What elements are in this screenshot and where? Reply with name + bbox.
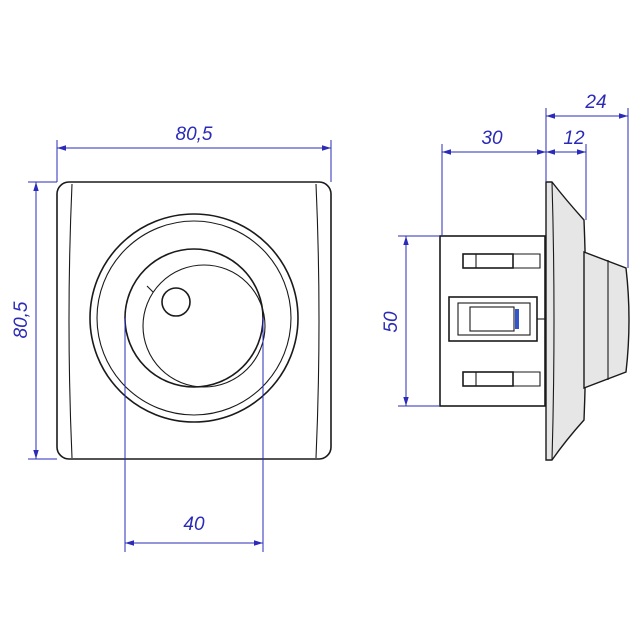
knob-ring-outer xyxy=(89,213,299,423)
knob-body xyxy=(124,248,264,388)
dim-front-width: 80,5 xyxy=(56,124,332,182)
dim-side-body-depth-label: 30 xyxy=(481,128,503,149)
dim-side-body-depth: 30 xyxy=(441,108,547,236)
front-frame-left-bevel xyxy=(68,183,73,459)
side-clip-bottom xyxy=(462,371,514,387)
side-terminal xyxy=(448,296,538,342)
side-body xyxy=(439,235,546,407)
dim-side-total-depth-label: 24 xyxy=(584,92,606,113)
front-view xyxy=(56,181,332,460)
dim-side-cover-depth-label: 12 xyxy=(563,128,585,149)
dim-side-cover-depth: 12 xyxy=(546,128,587,220)
dim-front-height: 80,5 xyxy=(11,181,57,460)
dim-side-height: 50 xyxy=(381,235,440,407)
dim-knob-diameter: 40 xyxy=(124,318,264,552)
front-frame-right-bevel xyxy=(315,183,320,459)
knob-indicator xyxy=(161,287,191,317)
dim-front-width-label: 80,5 xyxy=(176,124,213,145)
dim-side-height-label: 50 xyxy=(381,311,402,333)
knob-face xyxy=(142,264,266,388)
dim-knob-diameter-label: 40 xyxy=(183,514,205,535)
side-knob xyxy=(583,250,630,390)
knob-pointer-line xyxy=(146,285,154,293)
side-view xyxy=(439,181,630,461)
side-clip-top xyxy=(462,253,514,269)
dim-front-height-label: 80,5 xyxy=(11,301,32,338)
knob-ring-inner xyxy=(96,220,292,416)
front-frame xyxy=(56,181,332,460)
dim-side-total-depth: 24 xyxy=(546,92,629,268)
side-frame-profile xyxy=(545,181,587,461)
side-terminal-accent xyxy=(515,309,519,329)
